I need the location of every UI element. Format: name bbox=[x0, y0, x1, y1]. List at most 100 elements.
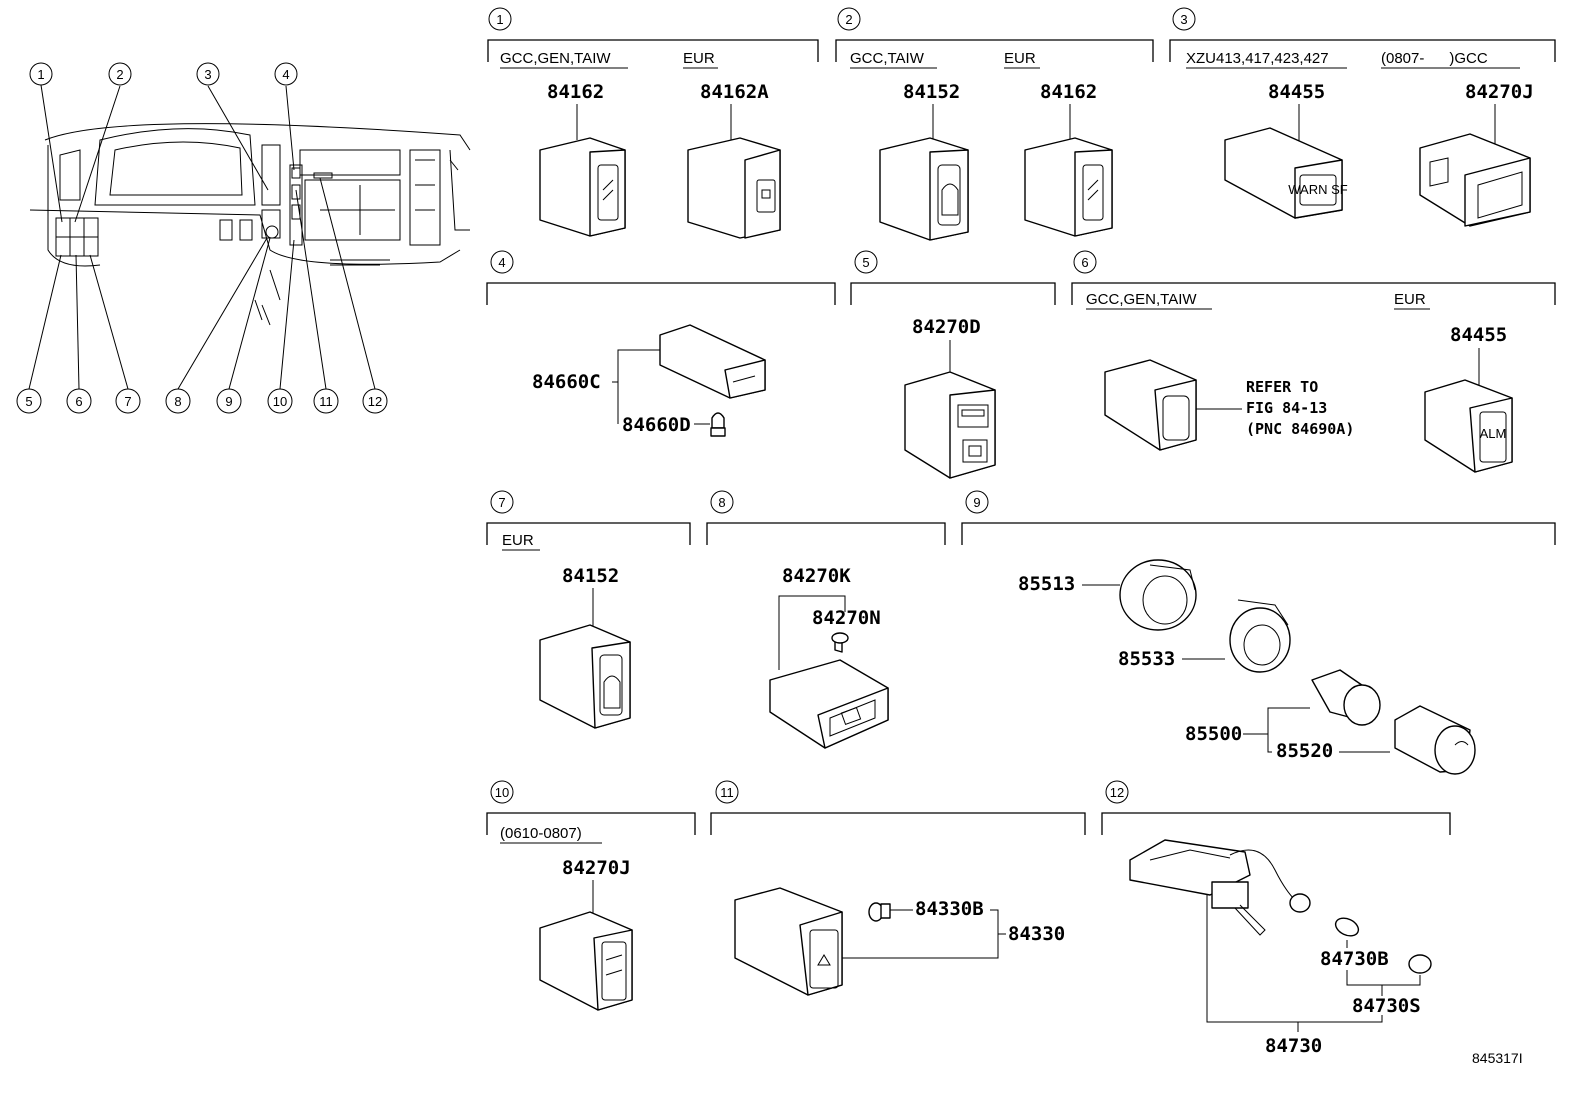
section-number: 4 bbox=[498, 255, 505, 270]
switch-84455b: ALM bbox=[1424, 379, 1513, 473]
variant-label: EUR bbox=[502, 532, 534, 549]
svg-text:4: 4 bbox=[282, 67, 289, 82]
section-4: 4 84660C 84660D bbox=[486, 250, 836, 437]
section-10: 10 (0610-0807) 84270J bbox=[486, 780, 696, 1011]
switch-84270K bbox=[769, 659, 889, 749]
svg-text:5: 5 bbox=[25, 394, 32, 409]
section-5: 5 84270D bbox=[850, 250, 1056, 479]
svg-text:9: 9 bbox=[225, 394, 232, 409]
locator-callout-2: 2 bbox=[108, 62, 132, 86]
switch-84162A bbox=[687, 137, 781, 239]
svg-text:8: 8 bbox=[174, 394, 181, 409]
section-number: 11 bbox=[720, 785, 734, 800]
part-number: 84270J bbox=[562, 857, 631, 879]
bulb-84730S bbox=[1408, 954, 1432, 974]
svg-text:10: 10 bbox=[273, 394, 287, 409]
locator-callout-6: 6 bbox=[66, 388, 92, 414]
bulb-84330B bbox=[868, 902, 891, 922]
refer-text: REFER TO bbox=[1246, 378, 1318, 396]
locator-callout-7: 7 bbox=[115, 388, 141, 414]
section-8: 8 84270K 84270N bbox=[706, 490, 946, 749]
part-number: 84660C bbox=[532, 371, 601, 393]
part-number: 84330 bbox=[1008, 923, 1065, 945]
refer-text: (PNC 84690A) bbox=[1246, 420, 1354, 438]
bulb-84270N bbox=[831, 632, 849, 653]
svg-text:2: 2 bbox=[116, 67, 123, 82]
section-3: 3 XZU413,417,423,427 (0807- )GCC 84455 8… bbox=[1169, 7, 1556, 227]
dashboard-outline bbox=[29, 123, 471, 326]
locator-callout-3: 3 bbox=[196, 62, 220, 86]
part-number: 84270D bbox=[912, 316, 981, 338]
part-number: 84730B bbox=[1320, 948, 1389, 970]
variant-label: (0807- )GCC bbox=[1381, 50, 1488, 67]
section-2: 2 GCC,TAIW EUR 84152 84162 bbox=[835, 7, 1154, 241]
part-number: 84162 bbox=[1040, 81, 1097, 103]
variant-label: EUR bbox=[1004, 50, 1036, 67]
switch-84152 bbox=[879, 137, 969, 241]
switch-84270J bbox=[1419, 133, 1531, 227]
section-number: 1 bbox=[496, 12, 503, 27]
switch-84152b bbox=[539, 624, 631, 729]
bulb-84730B bbox=[1334, 917, 1360, 937]
part-number: 84660D bbox=[622, 414, 691, 436]
part-number: 84162 bbox=[547, 81, 604, 103]
switch-refer bbox=[1104, 359, 1197, 451]
locator-leaders bbox=[28, 84, 376, 390]
section-6: 6 GCC,GEN,TAIW EUR 84455 REFER TO FIG 84… bbox=[1071, 250, 1556, 473]
part-number: 84270N bbox=[812, 607, 881, 629]
section-9: 9 85513 85533 85500 85520 bbox=[961, 490, 1556, 775]
part-number: 84330B bbox=[915, 898, 984, 920]
section-number: 5 bbox=[862, 255, 869, 270]
switch-84660C bbox=[659, 324, 766, 399]
locator-callout-1: 1 bbox=[29, 62, 53, 86]
section-11: 11 84330B 84330 bbox=[710, 780, 1086, 996]
locator-callout-12: 12 bbox=[362, 388, 388, 414]
svg-text:ALM: ALM bbox=[1480, 426, 1507, 441]
part-number: 84152 bbox=[562, 565, 619, 587]
part-number: 84152 bbox=[903, 81, 960, 103]
switch-cluster bbox=[55, 164, 333, 257]
variant-label: XZU413,417,423,427 bbox=[1186, 50, 1329, 67]
part-number: 84455 bbox=[1268, 81, 1325, 103]
section-number: 3 bbox=[1180, 12, 1187, 27]
svg-text:6: 6 bbox=[75, 394, 82, 409]
switch-84162 bbox=[539, 137, 626, 237]
section-number: 8 bbox=[718, 495, 725, 510]
figure-code: 845317I bbox=[1472, 1050, 1523, 1066]
locator-callout-5: 5 bbox=[16, 388, 42, 414]
refer-text: FIG 84-13 bbox=[1246, 399, 1327, 417]
svg-text:7: 7 bbox=[124, 394, 131, 409]
section-number: 12 bbox=[1110, 785, 1124, 800]
part-number: 85533 bbox=[1118, 648, 1175, 670]
socket-85533 bbox=[1229, 599, 1291, 673]
section-number: 7 bbox=[498, 495, 505, 510]
variant-label: EUR bbox=[683, 50, 715, 67]
part-number: 84730 bbox=[1265, 1035, 1322, 1057]
section-number: 10 bbox=[495, 785, 509, 800]
switch-84270D bbox=[904, 371, 996, 479]
lighter-85520 bbox=[1394, 705, 1476, 775]
svg-text:WARN SF: WARN SF bbox=[1288, 182, 1348, 197]
locator-callout-4: 4 bbox=[274, 62, 298, 86]
svg-text:3: 3 bbox=[204, 67, 211, 82]
variant-label: GCC,GEN,TAIW bbox=[1086, 291, 1197, 308]
locator-callout-11: 11 bbox=[313, 388, 339, 414]
switch-84330 bbox=[734, 887, 843, 996]
switch-84455: WARN SF bbox=[1224, 127, 1348, 219]
section-12: 12 84730B 84730S 84730 bbox=[1101, 780, 1451, 1057]
section-number: 6 bbox=[1081, 255, 1088, 270]
variant-label: GCC,TAIW bbox=[850, 50, 925, 67]
variant-label: GCC,GEN,TAIW bbox=[500, 50, 611, 67]
part-number: 85500 bbox=[1185, 723, 1242, 745]
switch-84162b bbox=[1024, 137, 1113, 237]
variant-label: (0610-0807) bbox=[500, 825, 582, 842]
part-number: 84455 bbox=[1450, 324, 1507, 346]
svg-text:11: 11 bbox=[319, 394, 333, 409]
section-7: 7 EUR 84152 bbox=[486, 490, 691, 729]
lighter-85500 bbox=[1311, 669, 1381, 726]
section-number: 2 bbox=[845, 12, 852, 27]
part-number: 85513 bbox=[1018, 573, 1075, 595]
part-number: 84270J bbox=[1465, 81, 1534, 103]
locator-callout-9: 9 bbox=[216, 388, 242, 414]
